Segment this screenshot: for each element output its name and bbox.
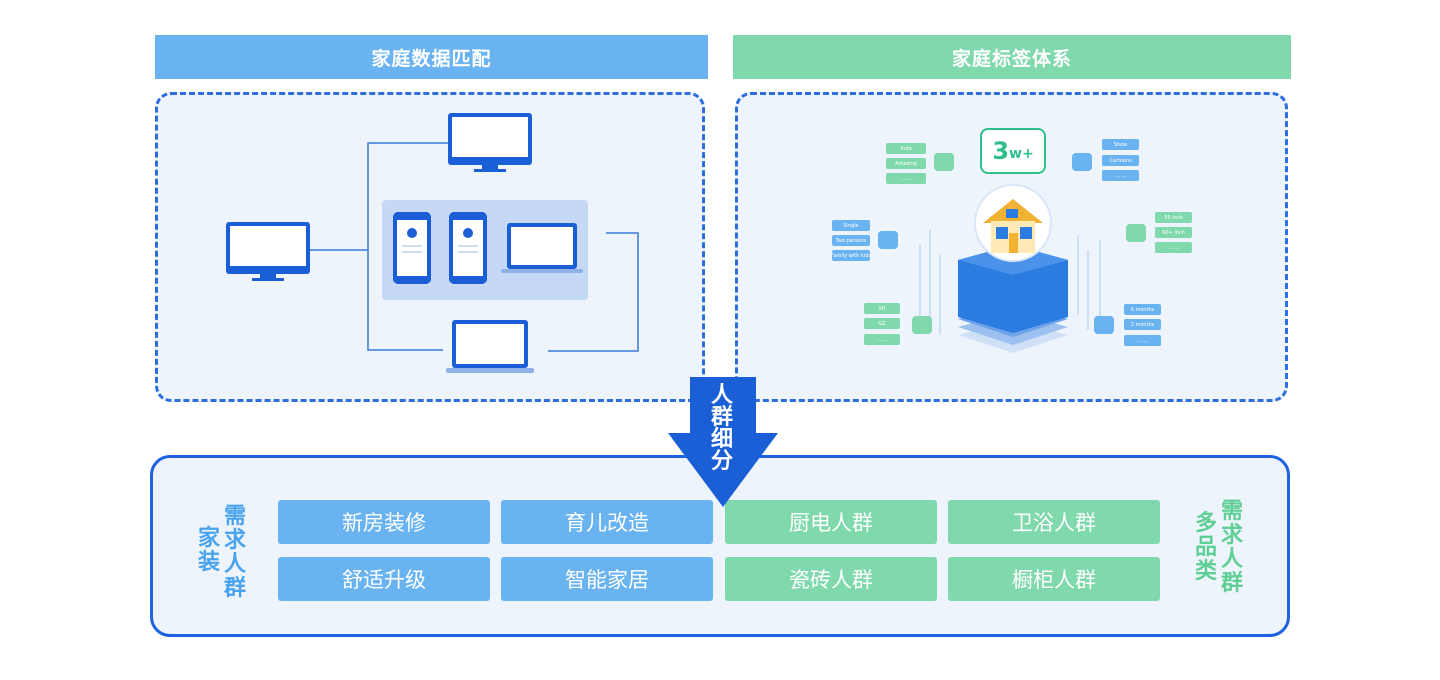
bubble-number: 3 <box>992 137 1010 165</box>
tile-new-house-decoration: 新房装修 <box>278 500 490 544</box>
laptop-cluster-icon <box>501 223 583 273</box>
tag-chip: 55 inch <box>1155 212 1192 223</box>
house-icon <box>983 199 1043 253</box>
tile-cabinet-crowd: 橱柜人群 <box>948 557 1160 601</box>
tag-chip: Cartoons <box>1102 155 1139 166</box>
tile-comfort-upgrade: 舒适升级 <box>278 557 490 601</box>
phone-2-icon <box>449 212 487 284</box>
count-bubble: 3 w+ <box>980 128 1046 174</box>
bubble-unit: w+ <box>1009 146 1034 162</box>
tag-chip: Two persons <box>832 235 870 246</box>
tile-tile-crowd: 瓷砖人群 <box>725 557 937 601</box>
tile-bathroom-crowd: 卫浴人群 <box>948 500 1160 544</box>
tag-chip: ... ... <box>886 173 926 184</box>
tag-chip: SH <box>864 303 900 314</box>
tag-chip: ... ... <box>1124 335 1161 346</box>
phone-1-icon <box>393 212 431 284</box>
tile-childcare-renovation: 育儿改造 <box>501 500 713 544</box>
sparkle-lines <box>919 230 1101 335</box>
label-home-decor: 家 装 <box>197 526 220 575</box>
cube-icon <box>958 245 1068 353</box>
tag-chip: 60+ inch <box>1155 227 1192 238</box>
label-multi-category: 多 品 类 <box>1194 511 1217 584</box>
connector-lines <box>310 142 639 352</box>
tag-chip: ... ... <box>864 334 900 345</box>
tile-kitchen-appliance-crowd: 厨电人群 <box>725 500 937 544</box>
monitor-left-icon <box>226 222 310 281</box>
laptop-bottom-icon <box>446 320 534 373</box>
tag-chip: 6 months <box>1124 304 1161 315</box>
tag-chip: Family with kids <box>831 250 871 261</box>
tag-chip: GZ <box>864 318 900 329</box>
label-demand-crowd-right: 需 求 人 群 <box>1220 499 1243 596</box>
tile-smart-home: 智能家居 <box>501 557 713 601</box>
device-matching-illustration <box>226 113 639 373</box>
down-arrow-icon <box>668 377 778 507</box>
tag-chip: Show <box>1102 139 1139 150</box>
monitor-top-icon <box>448 113 532 172</box>
tag-chip: Auto <box>886 143 926 154</box>
header-family-data-matching: 家庭数据匹配 <box>155 35 708 79</box>
tag-chip: Single <box>832 220 870 231</box>
tag-chip: ... ... <box>1102 170 1139 181</box>
tag-chip: Amazing <box>886 158 926 169</box>
tag-chip: ... ... <box>1155 242 1192 253</box>
label-demand-crowd-left: 需 求 人 群 <box>223 504 246 601</box>
tag-system-illustration <box>878 153 1146 353</box>
group-icons <box>878 153 1146 334</box>
tag-chip: 2 months <box>1124 319 1161 330</box>
header-family-tag-system: 家庭标签体系 <box>733 35 1291 79</box>
arrow-label-crowd-segmentation: 人 群 细 分 <box>710 383 733 474</box>
